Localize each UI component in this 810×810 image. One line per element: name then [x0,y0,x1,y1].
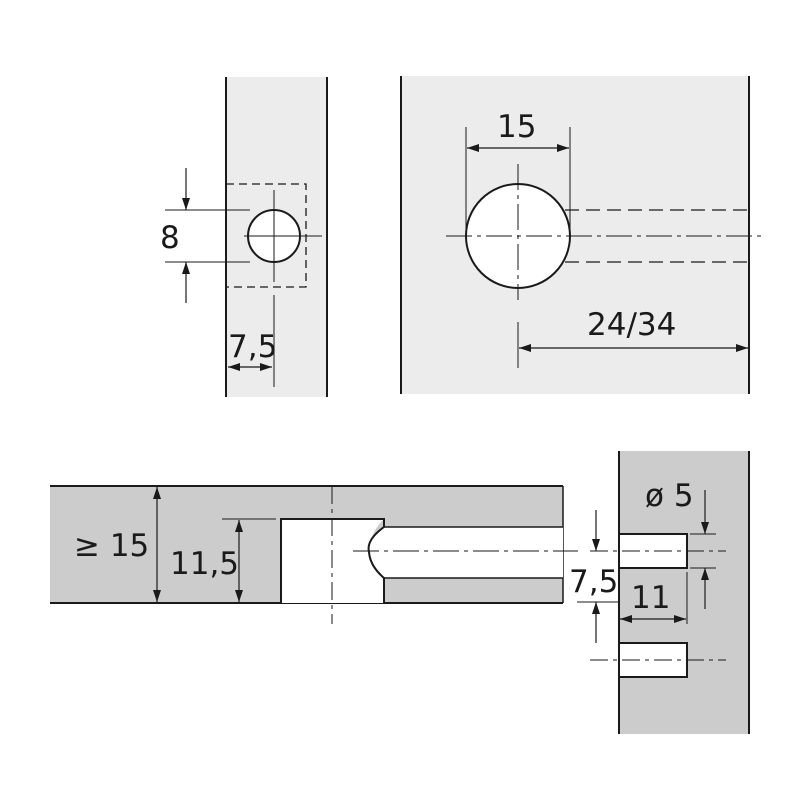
face-view: 15 24/34 [400,76,762,394]
dim-hole-diameter: 15 [497,109,536,145]
dim-dowel-depth: 11 [631,580,670,616]
dowel-panel [619,451,749,734]
dim-edge-offset: 7,5 [228,329,277,365]
dim-dowel-diameter: ø 5 [645,478,694,514]
dim-panel-thickness: ≥ 15 [74,528,149,564]
dim-dowel-offset: 7,5 [569,564,618,600]
section-view: ≥ 15 11,5 [50,485,578,624]
dim-edge-distance: 24/34 [587,307,676,343]
dim-bore-depth: 11,5 [170,546,239,582]
dowel-view: ø 5 7,5 11 [569,451,750,734]
dim-hole-height: 8 [160,220,180,256]
face-panel [401,76,749,394]
edge-view: 8 7,5 [160,77,328,397]
